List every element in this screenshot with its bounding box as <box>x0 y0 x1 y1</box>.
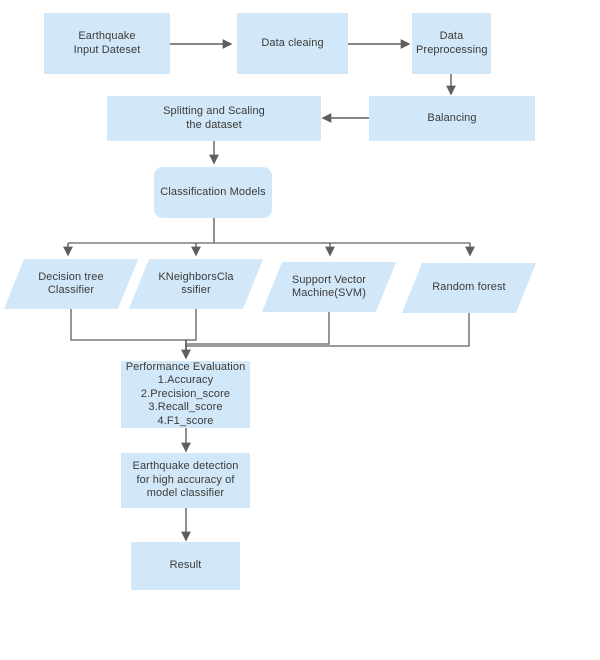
node-label: Balancing <box>427 111 477 124</box>
node-classification-models[interactable]: Classification Models <box>154 167 272 218</box>
node-label: Random forest <box>432 281 506 294</box>
node-label: Result <box>169 559 202 572</box>
node-support-vector-machine[interactable]: Support Vector Machine(SVM) <box>261 262 397 312</box>
edge-dtree-to-performance <box>70 309 187 358</box>
node-label: Earthquake detection for high accuracy o… <box>132 460 239 500</box>
node-label: Data Preprocessing <box>416 30 488 56</box>
node-label: Decision tree Classifier <box>38 270 104 297</box>
node-label: Performance Evaluation 1.Accuracy 2.Prec… <box>125 360 246 427</box>
edge-knn-to-performance <box>185 309 197 358</box>
node-decision-tree-classifier[interactable]: Decision tree Classifier <box>3 259 139 309</box>
node-label: Support Vector Machine(SVM) <box>291 273 367 300</box>
node-label: Earthquake Input Dateset <box>73 30 141 56</box>
node-random-forest[interactable]: Random forest <box>401 263 537 313</box>
node-data-cleaning[interactable]: Data cleaing <box>237 13 348 74</box>
node-label: Data cleaing <box>261 36 324 49</box>
node-splitting-and-scaling[interactable]: Splitting and Scaling the dataset <box>107 96 321 141</box>
node-performance-evaluation[interactable]: Performance Evaluation 1.Accuracy 2.Prec… <box>121 361 250 428</box>
node-earthquake-input-dataset[interactable]: Earthquake Input Dateset <box>44 13 170 74</box>
node-label: Splitting and Scaling the dataset <box>163 105 265 131</box>
node-label: Classification Models <box>160 185 266 198</box>
node-kneighbors-classifier[interactable]: KNeighborsCla ssifier <box>128 259 264 309</box>
node-earthquake-detection[interactable]: Earthquake detection for high accuracy o… <box>121 453 250 508</box>
node-balancing[interactable]: Balancing <box>369 96 535 141</box>
node-result[interactable]: Result <box>131 542 240 590</box>
edge-svm-to-performance <box>185 312 330 358</box>
node-data-preprocessing[interactable]: Data Preprocessing <box>412 13 491 74</box>
node-label: KNeighborsCla ssifier <box>158 270 234 297</box>
edge-rforest-to-performance <box>185 313 470 358</box>
